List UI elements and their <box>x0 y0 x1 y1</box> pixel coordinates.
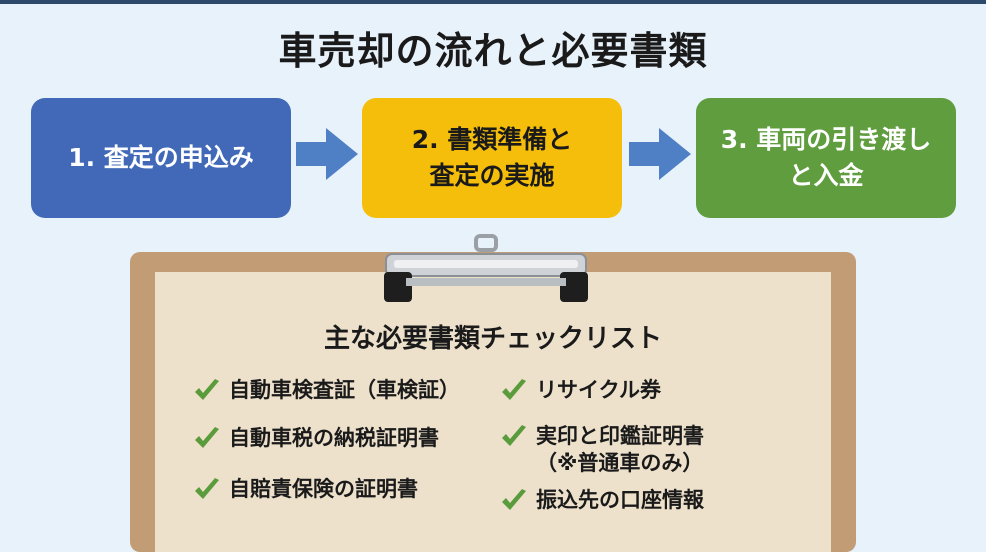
checkmark-icon <box>195 478 219 499</box>
clipboard-paper <box>155 272 831 552</box>
checklist-item: 振込先の口座情報 <box>500 487 704 515</box>
checklist-item: 自動車税の納税証明書 <box>193 425 439 453</box>
checkmark-icon <box>502 379 526 400</box>
checkmark-icon <box>502 425 526 446</box>
page-title: 車売却の流れと必要書類 <box>278 29 708 73</box>
checklist-item-text: 実印と印鑑証明書 <box>536 424 704 448</box>
checklist-item: 実印と印鑑証明書 （※普通車のみ） <box>500 423 704 478</box>
step-3-label-line1: 3. 車両の引き渡し <box>720 124 932 154</box>
step-1-box: 1. 査定の申込み <box>31 98 291 218</box>
arrow-right-icon <box>296 128 358 180</box>
checkmark-icon <box>502 489 526 510</box>
step-2-label-line1: 2. 書類準備と <box>411 124 573 154</box>
checkmark-icon <box>195 427 219 448</box>
step-3-box: 3. 車両の引き渡し と入金 <box>696 98 956 218</box>
top-border <box>0 0 986 4</box>
checklist-item: 自賠責保険の証明書 <box>193 476 418 504</box>
step-2-box: 2. 書類準備と 査定の実施 <box>362 98 622 218</box>
clipboard-clip-icon <box>384 234 588 302</box>
checkmark-icon <box>195 379 219 400</box>
checklist-item: 自動車検査証（車検証） <box>193 377 460 405</box>
step-1-label: 1. 査定の申込み <box>68 142 254 172</box>
checklist-item: リサイクル券 <box>500 377 661 405</box>
step-2-label-line2: 査定の実施 <box>429 161 555 190</box>
checklist-title: 主な必要書類チェックリスト <box>323 324 662 354</box>
checklist-item-note: （※普通車のみ） <box>536 451 704 476</box>
arrow-right-icon <box>629 128 691 180</box>
step-3-label-line2: と入金 <box>788 161 864 190</box>
